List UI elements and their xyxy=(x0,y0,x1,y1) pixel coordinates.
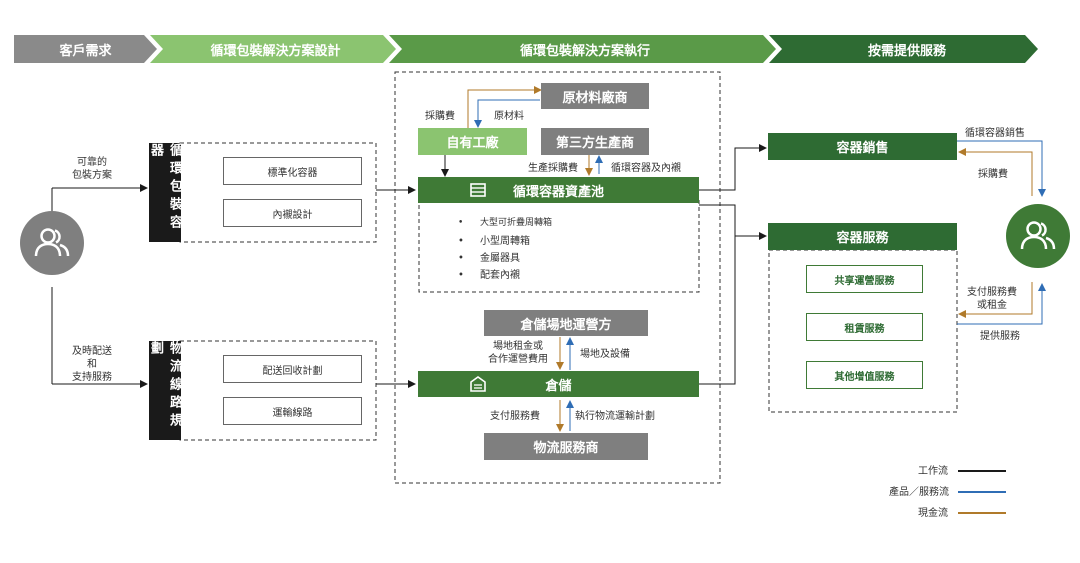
design-item-standard-container: 標準化容器 xyxy=(223,157,362,185)
third-party-producer: 第三方生產商 xyxy=(541,128,649,155)
step-service: 按需提供服務 xyxy=(867,43,946,59)
label-purchase: 採購費 xyxy=(978,169,1008,180)
container-service: 容器服務 xyxy=(768,223,957,250)
label-pay-service-fee: 支付服務費 xyxy=(490,411,540,422)
legend-work-flow: 工作流 xyxy=(918,466,948,477)
asset-pool-label: 循環容器資產池 xyxy=(512,184,604,200)
users-icon xyxy=(1020,221,1056,250)
service-item-leasing: 租賃服務 xyxy=(806,313,923,341)
label-purchase-fee: 採購費 xyxy=(425,111,455,122)
warehouse-operator: 倉儲場地運營方 xyxy=(484,310,648,336)
legend-product-flow: 產品／服務流 xyxy=(889,487,949,498)
asset-item: 配套內襯 xyxy=(458,266,520,281)
logistics-provider: 物流服務商 xyxy=(484,433,648,460)
warehouse: 倉儲 xyxy=(418,371,699,397)
label-site-equipment: 場地及設備 xyxy=(580,349,630,360)
frame-execution xyxy=(394,71,721,484)
chevron-design xyxy=(150,35,396,63)
asset-item: 大型可折疊周轉箱 xyxy=(458,215,552,228)
step-execution: 循環包裝解決方案執行 xyxy=(519,43,650,59)
container-icon xyxy=(470,183,486,197)
raw-material-supplier: 原材料廠商 xyxy=(541,83,649,109)
service-item-value-added: 其他增值服務 xyxy=(806,361,923,389)
design-item-transport-route: 運輸線路 xyxy=(223,397,362,425)
label-container-sales: 循環容器銷售 xyxy=(965,128,1025,139)
design-item-lining: 內襯設計 xyxy=(223,199,362,227)
route-design-title: 物流線路規劃 xyxy=(148,341,182,440)
service-item-shared-ops: 共享運營服務 xyxy=(806,265,923,293)
asset-pool: 循環容器資產池 xyxy=(418,177,699,203)
chevron-service xyxy=(769,35,1038,63)
legend-cash-flow: 現金流 xyxy=(918,508,948,519)
label-site-rent: 場地租金或 合作運營費用 xyxy=(488,341,548,365)
warehouse-icon xyxy=(470,376,486,392)
label-containers-lining: 循環容器及內襯 xyxy=(611,163,681,174)
label-logistics-plan: 執行物流運輸計劃 xyxy=(575,411,655,422)
label-raw-material: 原材料 xyxy=(494,111,524,122)
label-packaging-plan: 可靠的 包裝方案 xyxy=(72,157,112,181)
label-pay-service-or-rent: 支付服務費 或租金 xyxy=(967,287,1017,311)
users-icon xyxy=(34,228,70,257)
warehouse-label: 倉儲 xyxy=(545,378,572,394)
container-sales: 容器銷售 xyxy=(768,133,957,160)
label-delivery-support: 及時配送 和 支持服務 xyxy=(72,346,112,383)
label-provide-service: 提供服務 xyxy=(980,331,1020,342)
chevron-execution xyxy=(389,35,776,63)
frame-service xyxy=(768,249,958,413)
asset-item: 小型周轉箱 xyxy=(458,232,530,247)
step-design: 循環包裝解決方案設計 xyxy=(210,43,341,59)
chevron-customer-need xyxy=(14,35,157,63)
container-design-title: 循環包裝容器 xyxy=(148,143,182,242)
design-item-delivery-plan: 配送回收計劃 xyxy=(223,355,362,383)
asset-item: 金屬器具 xyxy=(458,249,520,264)
step-customer-need: 客戶需求 xyxy=(59,43,112,59)
own-factory: 自有工廠 xyxy=(418,128,527,155)
label-production-fee: 生產採購費 xyxy=(528,163,578,174)
client-avatar xyxy=(1006,204,1070,268)
customer-avatar xyxy=(20,211,84,275)
